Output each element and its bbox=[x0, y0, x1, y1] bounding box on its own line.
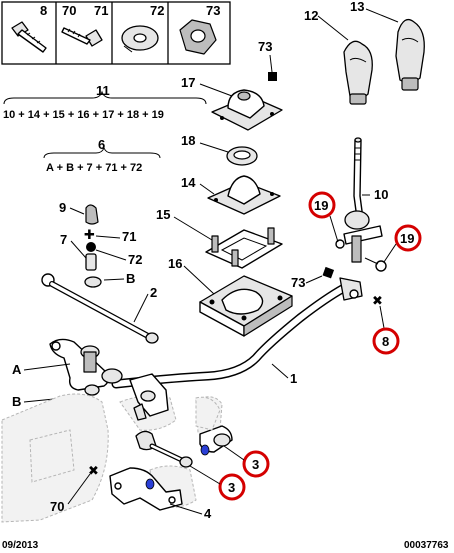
highlight-ring-3-upper bbox=[242, 450, 270, 478]
selector-rod-2 bbox=[41, 273, 159, 344]
header-label-8: 8 bbox=[40, 3, 47, 18]
marker-square-73-mid bbox=[322, 266, 335, 279]
bolt-8-icon bbox=[11, 21, 47, 53]
bush-b-upper bbox=[84, 276, 102, 288]
highlight-ring-8 bbox=[372, 327, 400, 355]
label-19-left: 19 bbox=[314, 198, 328, 213]
spacer-7 bbox=[85, 253, 97, 271]
label-10: 10 bbox=[374, 187, 388, 202]
frame-plate-15 bbox=[205, 227, 283, 269]
highlight-ring-19-left bbox=[308, 191, 336, 219]
gaiter-17 bbox=[211, 89, 283, 131]
header-label-70: 70 bbox=[62, 3, 76, 18]
rod-end-bracket bbox=[129, 373, 169, 421]
bracket-4 bbox=[109, 467, 183, 511]
label-73-mid: 73 bbox=[291, 275, 305, 290]
label-6: 6 bbox=[98, 137, 105, 152]
label-12: 12 bbox=[304, 8, 318, 23]
marker-dot-72 bbox=[86, 242, 96, 252]
label-4: 4 bbox=[204, 506, 212, 521]
header-label-72: 72 bbox=[150, 3, 164, 18]
label-2: 2 bbox=[150, 285, 157, 300]
kit-6-formula-text: A + B + 7 + 71 + 72 bbox=[46, 162, 142, 174]
label-71: 71 bbox=[122, 229, 136, 244]
kit-11-formula: 11 10 + 14 + 15 + 16 + 17 + 18 + 19 bbox=[3, 83, 207, 121]
label-19-right: 19 bbox=[400, 231, 414, 246]
label-13: 13 bbox=[350, 0, 364, 14]
label-11: 11 bbox=[96, 83, 110, 98]
nut-73-icon bbox=[179, 19, 217, 55]
label-1: 1 bbox=[290, 371, 297, 386]
label-a-left: A bbox=[12, 362, 22, 377]
highlight-ring-19-right bbox=[394, 224, 422, 252]
seal-ring-18 bbox=[226, 146, 258, 166]
header-table-border bbox=[1, 1, 231, 65]
gear-knob-13 bbox=[395, 18, 425, 91]
marker-square-73-top bbox=[268, 72, 277, 81]
link-arm-3-lower bbox=[135, 430, 193, 468]
boot-support-14 bbox=[207, 175, 281, 215]
screw-71-icon bbox=[61, 27, 103, 47]
label-3-upper: 3 bbox=[252, 457, 259, 472]
label-73-top: 73 bbox=[258, 39, 272, 54]
marker-x-8: ✖ bbox=[372, 293, 383, 308]
label-3-lower: 3 bbox=[228, 480, 235, 495]
kit-11-formula-text: 10 + 14 + 15 + 16 + 17 + 18 + 19 bbox=[3, 109, 164, 121]
label-b-upper: B bbox=[126, 271, 135, 286]
label-18: 18 bbox=[181, 133, 195, 148]
bushing-blue-upper bbox=[200, 444, 210, 456]
label-8: 8 bbox=[382, 334, 389, 349]
marker-x-70: ✖ bbox=[88, 463, 99, 478]
label-9: 9 bbox=[59, 200, 66, 215]
label-70: 70 bbox=[50, 499, 64, 514]
bush-9 bbox=[85, 204, 99, 225]
gear-knob-12 bbox=[343, 40, 373, 105]
marker-plus-71: ✚ bbox=[84, 227, 95, 242]
bushing-blue-lower bbox=[145, 478, 155, 490]
highlight-ring-3-lower bbox=[218, 473, 246, 501]
label-7: 7 bbox=[60, 232, 67, 247]
label-14: 14 bbox=[181, 175, 196, 190]
header-parts-table: 8 70 71 72 73 bbox=[1, 1, 231, 65]
label-72: 72 bbox=[128, 252, 142, 267]
label-16: 16 bbox=[168, 256, 182, 271]
kit-6-formula: 6 A + B + 7 + 71 + 72 bbox=[43, 137, 161, 174]
link-arm-3-upper bbox=[195, 396, 233, 456]
base-housing-16 bbox=[199, 275, 293, 337]
relay-lever-a bbox=[49, 338, 123, 396]
header-label-71: 71 bbox=[94, 3, 108, 18]
gear-lever-10 bbox=[335, 137, 387, 272]
clip-washer-72-icon bbox=[121, 25, 159, 53]
label-b-lower: B bbox=[12, 394, 21, 409]
header-label-73: 73 bbox=[206, 3, 220, 18]
footer-reference: 00037763 bbox=[404, 540, 449, 551]
shift-rod-1 bbox=[111, 277, 363, 389]
label-15: 15 bbox=[156, 207, 170, 222]
footer-date: 09/2013 bbox=[2, 540, 39, 551]
label-17: 17 bbox=[181, 75, 195, 90]
